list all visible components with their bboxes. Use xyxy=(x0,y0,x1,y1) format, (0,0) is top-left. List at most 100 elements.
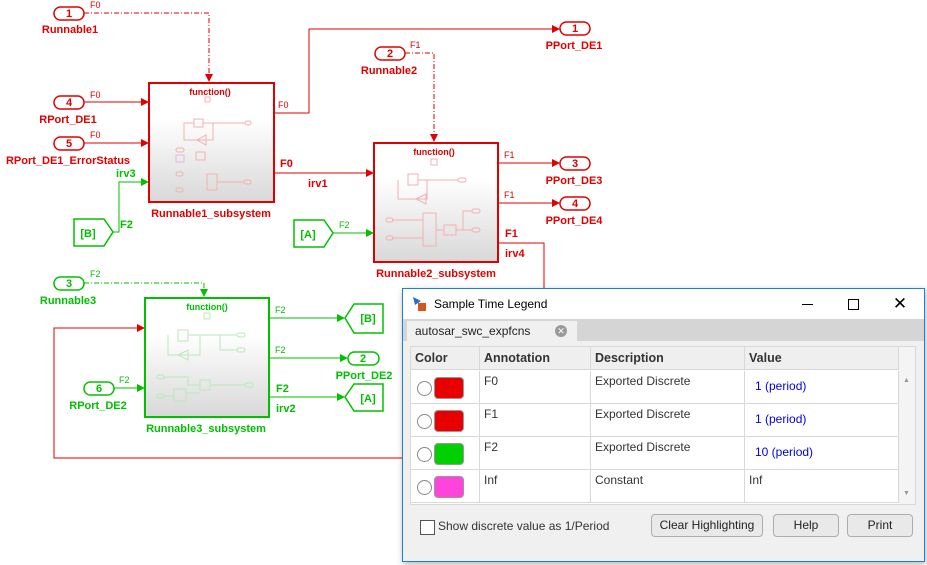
annotation-cell: Inf xyxy=(480,470,591,503)
inport-runnable1[interactable]: 1 Runnable1 F0 xyxy=(42,0,101,36)
tab-label: autosar_swc_expfcns xyxy=(415,324,531,338)
subsystem-name: Runnable3_subsystem xyxy=(146,423,266,435)
outport-pport-de1[interactable]: 1 PPort_DE1 F0 xyxy=(278,21,603,110)
clear-highlighting-button[interactable]: Clear Highlighting xyxy=(651,514,763,537)
from-tag-a[interactable]: [A] F2 xyxy=(293,219,350,248)
rate-label: F2 xyxy=(119,375,130,385)
matlab-app-icon xyxy=(412,296,428,312)
signal-rate-irv4: F1 xyxy=(505,228,518,240)
color-cell xyxy=(411,470,480,503)
annotation-cell: F1 xyxy=(480,404,591,437)
inport-runnable3[interactable]: 3 Runnable3 F2 xyxy=(40,269,101,307)
rate-label: F2 xyxy=(120,219,133,231)
subsystem-preview-icon xyxy=(175,96,252,193)
scroll-up-icon[interactable]: ▲ xyxy=(903,377,910,384)
column-header-annotation[interactable]: Annotation xyxy=(480,347,591,370)
trigger-label: function() xyxy=(186,302,227,312)
signal-lines xyxy=(53,12,560,459)
signal-name-irv1: irv1 xyxy=(308,178,328,190)
maximize-button[interactable] xyxy=(830,289,876,319)
port-name: PPort_DE4 xyxy=(546,215,604,227)
trigger-label: function() xyxy=(189,87,230,97)
tab-autosar-swc-expfcns[interactable]: autosar_swc_expfcns ✕ xyxy=(407,321,577,341)
highlight-radio[interactable] xyxy=(417,447,432,462)
port-name: PPort_DE1 xyxy=(546,40,603,52)
help-button[interactable]: Help xyxy=(773,514,839,537)
tab-close-icon[interactable]: ✕ xyxy=(555,325,567,337)
annotation-cell: F0 xyxy=(480,371,591,404)
runnable2-subsystem[interactable]: function() Runnable2_subsystem xyxy=(373,142,499,280)
print-button[interactable]: Print xyxy=(847,514,913,537)
port-number: 1 xyxy=(572,23,578,35)
color-swatch[interactable] xyxy=(434,410,464,432)
inport-rport-de1-errorstatus[interactable]: 5 RPort_DE1_ErrorStatus F0 xyxy=(6,130,130,167)
tag-label: [A] xyxy=(360,393,376,405)
goto-tag-b[interactable]: [B] F2 xyxy=(275,303,384,334)
subsystem-name: Runnable2_subsystem xyxy=(376,268,496,280)
rate-label: F2 xyxy=(339,220,350,230)
subsystem-preview-icon xyxy=(156,312,254,402)
signal-name-irv3: irv3 xyxy=(116,168,136,180)
trigger-label: function() xyxy=(413,147,454,157)
description-cell: Exported Discrete xyxy=(591,437,745,470)
signal-name-irv4: irv4 xyxy=(505,248,525,260)
value-cell: Inf xyxy=(745,470,899,503)
runnable3-subsystem[interactable]: function() Runnable3_subsystem xyxy=(144,297,270,435)
port-name: Runnable1 xyxy=(42,24,98,36)
column-header-value[interactable]: Value xyxy=(745,347,899,370)
value-cell: 1 (period) xyxy=(745,371,899,404)
runnable1-subsystem[interactable]: function() Runnable1_subsystem xyxy=(148,82,275,220)
highlight-radio[interactable] xyxy=(417,480,432,495)
outport-pport-de4[interactable]: 4 PPort_DE4 F1 xyxy=(504,190,603,227)
port-number: 1 xyxy=(66,8,72,20)
inport-runnable2[interactable]: 2 Runnable2 F1 xyxy=(361,40,421,77)
port-name: Runnable3 xyxy=(40,295,96,307)
outport-pport-de2[interactable]: 2 PPort_DE2 F2 xyxy=(275,345,392,382)
port-name: PPort_DE3 xyxy=(546,175,603,187)
port-name: RPort_DE1_ErrorStatus xyxy=(6,155,130,167)
port-number: 2 xyxy=(360,353,366,365)
color-swatch[interactable] xyxy=(434,443,464,465)
scroll-down-icon[interactable]: ▼ xyxy=(903,490,910,497)
port-number: 4 xyxy=(572,198,579,210)
value-cell: 1 (period) xyxy=(745,404,899,437)
rate-label: F1 xyxy=(410,40,421,50)
subsystem-name: Runnable1_subsystem xyxy=(151,208,271,220)
title-bar[interactable]: Sample Time Legend ✕ xyxy=(403,289,924,319)
rate-label: F0 xyxy=(90,130,101,140)
rate-label: F2 xyxy=(90,269,101,279)
color-cell xyxy=(411,371,480,404)
color-swatch[interactable] xyxy=(434,377,464,399)
rate-label: F2 xyxy=(275,305,286,315)
column-header-color[interactable]: Color xyxy=(411,347,480,370)
highlight-radio[interactable] xyxy=(417,381,432,396)
show-discrete-checkbox[interactable] xyxy=(420,520,435,535)
vertical-scrollbar[interactable]: ▲ ▼ xyxy=(899,347,915,504)
port-name: PPort_DE2 xyxy=(336,370,393,382)
minimize-button[interactable] xyxy=(784,289,830,319)
port-name: RPort_DE1 xyxy=(39,114,96,126)
dialog-title: Sample Time Legend xyxy=(434,297,548,311)
inport-rport-de2[interactable]: 6 RPort_DE2 F2 xyxy=(69,375,129,412)
minimize-icon xyxy=(801,303,813,305)
color-cell xyxy=(411,404,480,437)
maximize-icon xyxy=(847,298,859,310)
show-discrete-label[interactable]: Show discrete value as 1/Period xyxy=(438,519,610,533)
highlight-radio[interactable] xyxy=(417,414,432,429)
inport-rport-de1[interactable]: 4 RPort_DE1 F0 xyxy=(39,90,100,126)
tag-label: [A] xyxy=(300,229,316,241)
close-button[interactable]: ✕ xyxy=(877,289,923,319)
rate-label: F0 xyxy=(90,0,101,10)
port-number: 3 xyxy=(66,278,72,290)
description-cell: Constant xyxy=(591,470,745,503)
column-header-description[interactable]: Description xyxy=(591,347,745,370)
signal-rate-irv2: F2 xyxy=(276,383,289,395)
port-number: 6 xyxy=(96,383,102,395)
outport-pport-de3[interactable]: 3 PPort_DE3 F1 xyxy=(504,150,602,187)
port-number: 2 xyxy=(387,48,393,60)
goto-tag-a[interactable]: [A] xyxy=(344,383,384,412)
color-swatch[interactable] xyxy=(434,476,464,498)
from-tag-b[interactable]: [B] F2 irv3 xyxy=(73,168,136,247)
